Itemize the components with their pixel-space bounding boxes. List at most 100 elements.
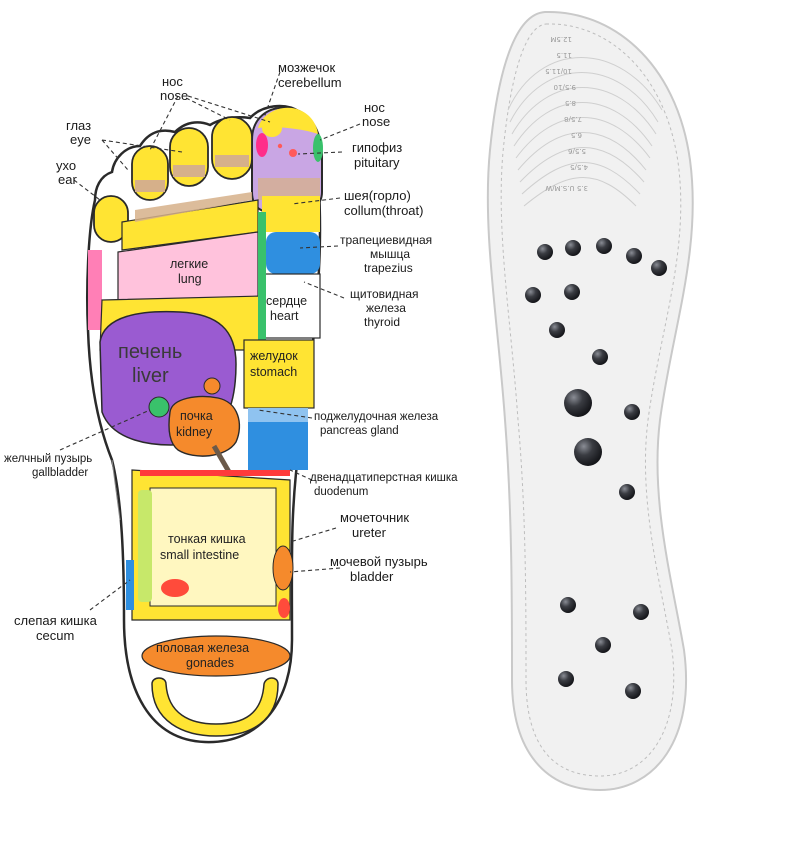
big-toe-cerebellum-spot xyxy=(262,119,282,137)
big-toe-top xyxy=(258,107,318,134)
bladder-en: bladder xyxy=(350,569,394,584)
thyroid-en: thyroid xyxy=(364,315,400,329)
pituitary-dot xyxy=(289,149,297,157)
leader-pituitary xyxy=(297,151,343,155)
leader-cerebellum xyxy=(263,71,281,119)
trapezius-zone xyxy=(266,232,320,274)
intestine-label-ru: тонкая кишка xyxy=(168,532,246,546)
magnet xyxy=(564,284,580,300)
magnet xyxy=(565,240,581,256)
cecum-ru: слепая кишка xyxy=(14,613,98,628)
heel-ring xyxy=(151,677,279,737)
size-mark-9: 3.5 U.S.M/W xyxy=(545,184,588,192)
size-mark-8: 4.5/5 xyxy=(570,163,588,171)
magnets xyxy=(525,238,667,699)
magnet xyxy=(625,683,641,699)
leader-gallbladder xyxy=(59,409,151,451)
green-divider xyxy=(258,212,266,342)
magnet xyxy=(619,484,635,500)
heart-label-en: heart xyxy=(270,309,299,323)
adrenal-spot xyxy=(203,377,221,395)
stomach-label-en: stomach xyxy=(250,365,297,379)
insole-stitch xyxy=(500,23,682,777)
nose-left-ru: нос xyxy=(162,74,183,89)
nose-right-ru: нос xyxy=(364,100,385,115)
magnet xyxy=(525,287,541,303)
magnet xyxy=(537,244,553,260)
stomach-label-ru: желудок xyxy=(250,349,298,363)
toe-2 xyxy=(211,116,253,180)
size-mark-2: 10/11.5 xyxy=(545,67,572,75)
size-mark-0: 12.5M xyxy=(550,35,572,43)
bladder-low xyxy=(278,598,290,618)
cerebellum-en: cerebellum xyxy=(278,75,342,90)
pituitary-dot-small xyxy=(277,143,283,149)
liver-label-ru: печень xyxy=(118,341,182,363)
size-mark-4: 8.5 xyxy=(565,99,576,107)
leader-nose-left xyxy=(149,95,271,151)
size-lines xyxy=(507,57,663,207)
heart-label-ru: сердце xyxy=(266,294,307,308)
cecum-blue xyxy=(126,560,134,610)
stomach-zone xyxy=(243,339,315,409)
pituitary-ru: гипофиз xyxy=(352,140,402,155)
ear-ru: ухо xyxy=(56,158,76,173)
pancreas-ru: поджелудочная железа xyxy=(314,411,439,423)
magnet xyxy=(626,248,642,264)
leader-pancreas xyxy=(257,409,313,419)
pituitary-spot xyxy=(313,134,323,162)
foot-map: легкие lung сердце heart печень liver же… xyxy=(4,60,458,744)
lung-label-ru: легкие xyxy=(170,257,208,271)
eye-ru: глаз xyxy=(66,118,91,133)
duodenum-ru: двенадцатиперстная кишка xyxy=(310,472,458,484)
trapezius-en: trapezius xyxy=(364,261,413,275)
magnet xyxy=(592,349,608,365)
ureter-ru: мочеточник xyxy=(340,510,409,525)
nose-right-en: nose xyxy=(362,114,390,129)
size-mark-3: 9.5/10 xyxy=(554,83,576,91)
gallbladder-spot xyxy=(148,396,170,418)
nose-left-en: nose xyxy=(160,88,188,103)
neck-en: collum(throat) xyxy=(344,203,423,218)
magnet xyxy=(560,597,576,613)
toe-4-mid xyxy=(135,180,165,192)
toe-5 xyxy=(93,195,129,243)
leader-thyroid xyxy=(303,281,345,299)
leader-trapezius xyxy=(299,245,339,249)
kidney-zone xyxy=(168,395,241,457)
big-toe-neck xyxy=(258,178,320,200)
gallbladder-en: gallbladder xyxy=(32,467,88,479)
intestine-label-en: small intestine xyxy=(160,548,239,562)
kidney-label-en: kidney xyxy=(176,425,213,439)
magnet xyxy=(651,260,667,276)
gallbladder-ru: желчный пузырь xyxy=(4,453,92,465)
size-mark-6: 6.5 xyxy=(571,131,582,139)
magnet xyxy=(574,438,602,466)
thyroid-ru2: железа xyxy=(366,301,406,315)
gonades-label-ru: половая железа xyxy=(156,641,249,655)
toe-3-mid xyxy=(173,165,205,177)
leader-nose-right xyxy=(319,123,361,141)
toe-3 xyxy=(169,127,209,187)
cecum-spot xyxy=(161,579,189,597)
magnet xyxy=(596,238,612,254)
cerebellum-ru: мозжечок xyxy=(278,60,335,75)
gonades-label-en: gonades xyxy=(186,656,234,670)
magnet xyxy=(624,404,640,420)
size-mark-1: 11.5 xyxy=(556,51,572,59)
magnet xyxy=(558,671,574,687)
magnetic-insole: 12.5M 11.5 10/11.5 9.5/10 8.5 7.5/8 6.5 … xyxy=(486,10,694,792)
gallbladder-zone-edge xyxy=(111,459,121,521)
leader-neck xyxy=(291,197,341,205)
neck-ru: шея(горло) xyxy=(344,188,411,203)
nose-spot xyxy=(256,133,268,157)
magnet xyxy=(633,604,649,620)
kidney-label-ru: почка xyxy=(180,409,213,423)
pancreas-en: pancreas gland xyxy=(320,425,399,437)
eye-en: eye xyxy=(70,132,91,147)
leader-cecum xyxy=(89,579,131,611)
magnet xyxy=(595,637,611,653)
leader-bladder xyxy=(289,567,341,573)
bladder-zone xyxy=(272,545,294,591)
